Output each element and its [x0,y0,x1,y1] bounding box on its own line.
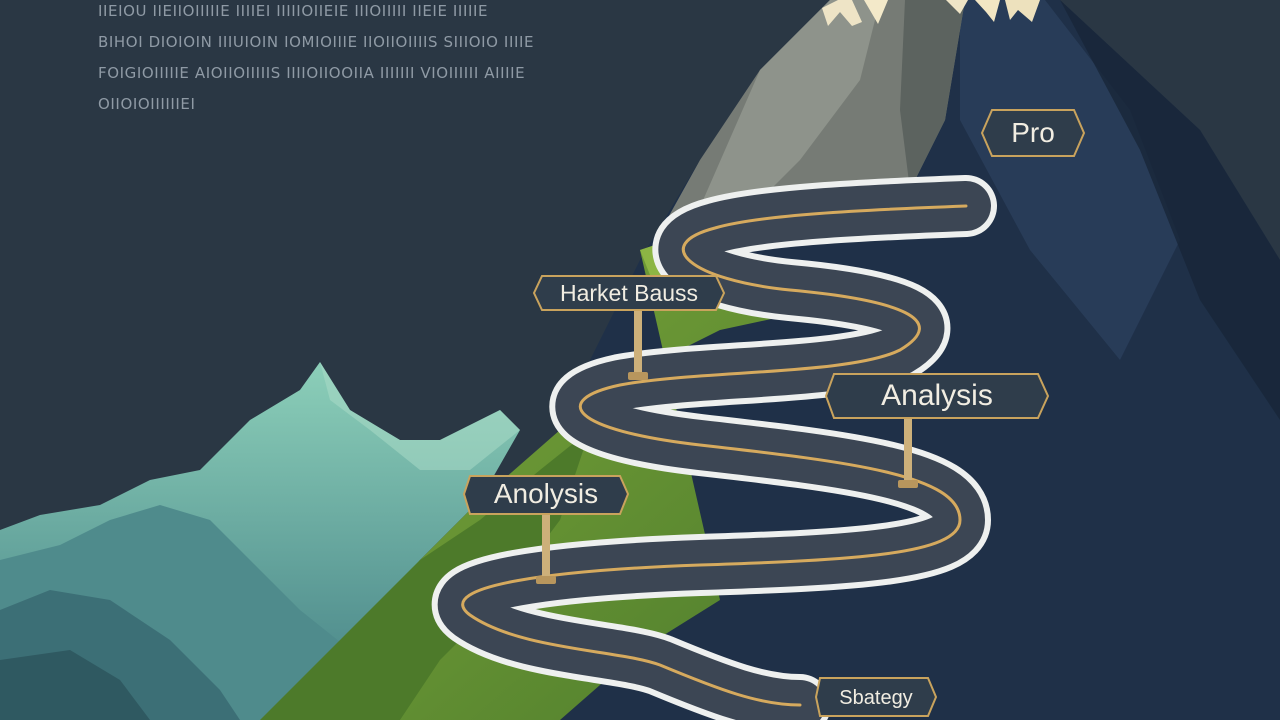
signpost-icon [814,677,938,717]
pro-sign: Pro [980,108,1086,158]
market-basis-sign: Harket Bauss [532,274,726,384]
signpost-icon [824,373,1050,488]
intro-text: IIEIOU IIEIIOIIIIIE IIIIEI IIIIIOIIEIE I… [98,0,638,120]
pro-sign-label: Pro [1011,117,1055,148]
background-mountains [0,362,520,720]
analysis-sign-left: Anolysis [462,474,630,586]
signpost-icon [980,109,1086,157]
strategy-sign-label: Sbategy [839,687,913,709]
analysis-sign-right: Analysis [824,372,1050,492]
intro-text-line: BIHOI DIOIOIN IIIUIOIN IOMIOIIIE IIOIIOI… [98,33,535,51]
intro-text-line: FOIGIOIIIIIE AIOIIOIIIIIS IIIIOIIOOIIA I… [98,64,526,82]
market-basis-sign-label: Harket Bauss [559,280,699,306]
analysis-sign-right-label: Analysis [881,379,993,412]
intro-text-line: IIEIOU IIEIIOIIIIIE IIIIEI IIIIIOIIEIE I… [98,2,489,20]
winding-road-icon [432,175,997,720]
intro-text-line: OIIOIOIIIIIIEI [98,95,196,113]
signpost-icon [462,475,630,584]
analysis-sign-left-label: Anolysis [493,478,599,509]
strategy-sign: Sbategy [814,676,938,720]
signpost-icon [532,275,726,380]
